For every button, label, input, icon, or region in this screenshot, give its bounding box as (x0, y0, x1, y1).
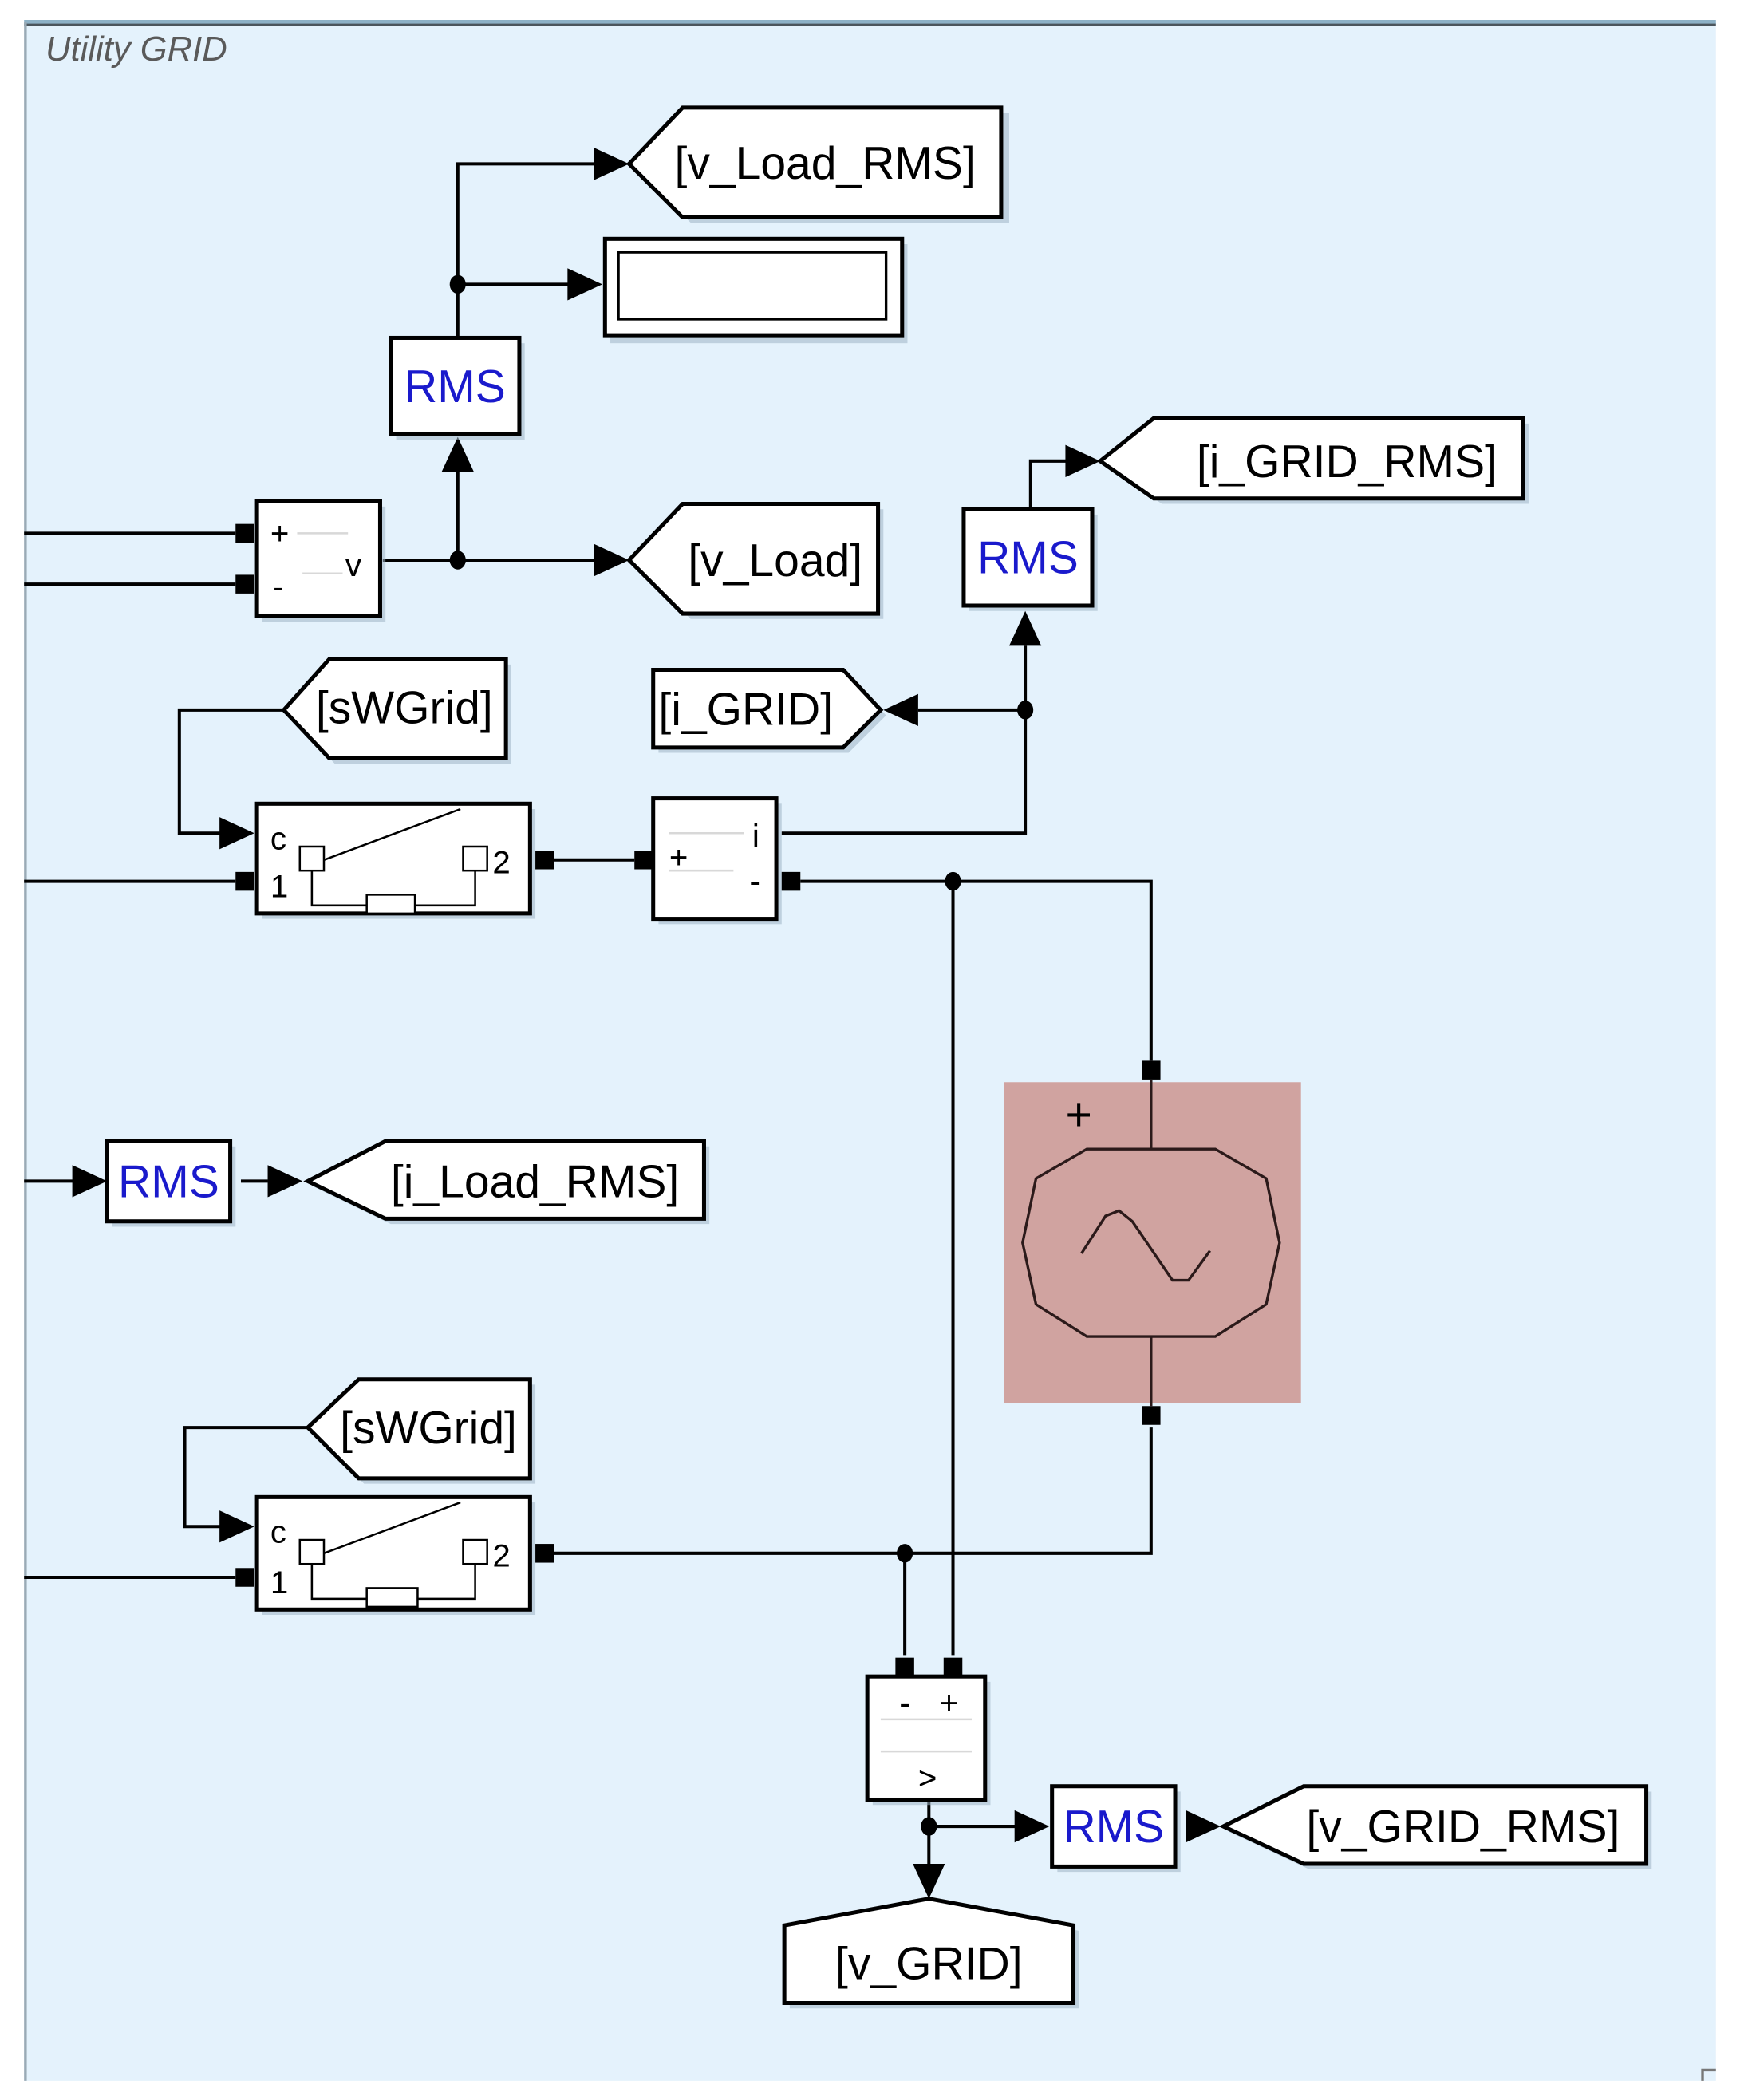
arrow-head (267, 1165, 303, 1198)
rms-label: RMS (404, 361, 506, 412)
minus-sign: - (899, 1685, 909, 1721)
port-c-label: c (270, 820, 286, 856)
from-label: [sWGrid] (316, 683, 493, 734)
port-plus (235, 523, 254, 543)
area-title: Utility GRID (45, 30, 227, 69)
arrow-head (1014, 1810, 1050, 1843)
sine-wave-icon (1080, 1209, 1211, 1282)
junction-dot (945, 871, 961, 891)
wire-source-to-switch2 (551, 1427, 1153, 1555)
from-label: [i_GRID] (658, 684, 833, 735)
rms-label: RMS (118, 1157, 219, 1208)
rms-block-v-grid[interactable]: RMS (1050, 1784, 1181, 1873)
junction-dot (897, 1544, 913, 1563)
source-circle (1021, 1147, 1281, 1338)
wire-swgrid1-to-switch1 (177, 708, 284, 835)
from-swgrid-2[interactable]: [sWGrid] (305, 1377, 536, 1484)
wire-isensor-to-source (800, 879, 1153, 1061)
goto-label: [v_Load] (688, 535, 862, 586)
goto-v-grid[interactable]: [v_GRID] (782, 1897, 1079, 2009)
sensor-label: i (752, 818, 760, 854)
source-plus-sign: + (1065, 1090, 1091, 1141)
minus-sign: - (273, 569, 283, 605)
source-body (1004, 1082, 1301, 1403)
arrow-head (883, 693, 918, 726)
rms-label: RMS (1063, 1802, 1164, 1853)
rms-block-v-load[interactable]: RMS (389, 335, 525, 440)
arrow-head (594, 148, 629, 180)
port-2 (535, 1544, 554, 1563)
from-i-grid[interactable]: [i_GRID] (651, 668, 886, 753)
display-readout (617, 251, 888, 321)
current-measurement-grid[interactable]: + - i (634, 796, 801, 925)
goto-v-load-rms[interactable]: [v_Load_RMS] (625, 105, 1009, 223)
port-minus (235, 574, 254, 594)
goto-label: [v_Load_RMS] (675, 138, 976, 189)
port-1-label: 1 (270, 1565, 288, 1601)
arrow-head (219, 817, 254, 850)
from-swgrid-1[interactable]: [sWGrid] (281, 657, 511, 764)
resize-handle-icon[interactable] (1701, 2068, 1716, 2081)
junction-dot (449, 551, 466, 570)
rms-block-i-load[interactable]: RMS (105, 1139, 236, 1227)
voltage-measurement-load[interactable]: + - v (235, 499, 386, 622)
port-plus (943, 1657, 963, 1677)
breaker-switch-1[interactable]: c 1 2 (235, 801, 554, 919)
goto-label: [i_Load_RMS] (391, 1157, 679, 1208)
port-c-label: c (270, 1514, 286, 1549)
arrow-head (72, 1165, 108, 1198)
goto-v-grid-rms[interactable]: [v_GRID_RMS] (1218, 1784, 1652, 1869)
junction-dot (1017, 701, 1034, 720)
arrowheads (72, 148, 1221, 1899)
rms-block-i-grid[interactable]: RMS (961, 507, 1098, 611)
port-minus (781, 871, 801, 891)
port-2-label: 2 (492, 845, 510, 881)
arrow-head (1065, 444, 1101, 477)
wire-rms-to-igrid-rms (1028, 459, 1068, 510)
minus-sign: - (750, 863, 760, 899)
voltage-measurement-grid[interactable]: - + > (865, 1657, 991, 1806)
junctions (449, 274, 1034, 1836)
port-1 (235, 1568, 254, 1587)
port-1 (235, 871, 254, 891)
output-label: > (918, 1760, 937, 1796)
port-positive (1142, 1060, 1161, 1080)
goto-label: [v_GRID_RMS] (1306, 1802, 1620, 1853)
from-label: [sWGrid] (340, 1403, 517, 1454)
port-minus (895, 1657, 914, 1677)
plus-sign: + (270, 515, 290, 551)
plus-sign: + (940, 1685, 959, 1721)
junction-dot (449, 274, 466, 294)
port-1-label: 1 (270, 869, 288, 905)
port-negative (1142, 1406, 1161, 1425)
port-plus (634, 851, 653, 870)
sensor-label: v (345, 547, 361, 583)
ac-voltage-source[interactable]: + (1004, 1060, 1301, 1425)
arrow-head (441, 436, 474, 472)
junction-dot (921, 1817, 937, 1836)
arrow-head (567, 268, 602, 301)
arrow-head (219, 1510, 254, 1543)
arrow-head (913, 1864, 945, 1899)
rms-label: RMS (977, 533, 1079, 584)
arrow-head (1186, 1810, 1221, 1843)
goto-label: [v_GRID] (835, 1938, 1023, 1989)
goto-i-load-rms[interactable]: [i_Load_RMS] (303, 1139, 710, 1225)
wire-swgrid2-to-switch2 (183, 1426, 308, 1529)
port-2 (535, 851, 554, 870)
goto-label: [i_GRID_RMS] (1197, 436, 1497, 488)
arrow-head (1008, 610, 1042, 646)
goto-i-grid-rms[interactable]: [i_GRID_RMS] (1096, 416, 1529, 504)
signal-lines (24, 162, 1153, 1865)
goto-v-load[interactable]: [v_Load] (625, 501, 884, 619)
arrow-head (594, 543, 629, 577)
plus-sign: + (669, 839, 689, 875)
port-2-label: 2 (492, 1538, 510, 1574)
display-block[interactable] (602, 236, 908, 344)
breaker-switch-2[interactable]: c 1 2 (235, 1494, 554, 1615)
